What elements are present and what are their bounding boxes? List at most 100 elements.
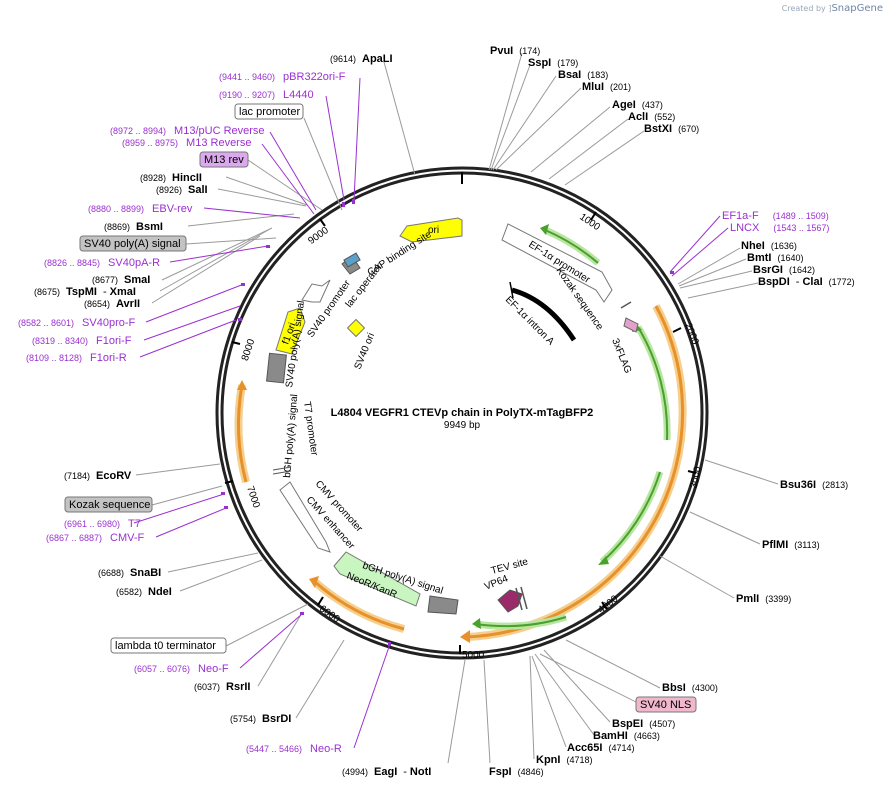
primer-cmv-f[interactable]: (6867 .. 6887)CMV-F (46, 532, 145, 544)
primer-neo-r[interactable]: (5447 .. 5466)Neo-R (246, 743, 342, 755)
enzyme-sali-name: SalI (188, 184, 208, 196)
box-lac-promoter[interactable] (234, 103, 304, 120)
primer-t7-range: (6961 .. 6980) (64, 519, 120, 529)
enzyme-bmti[interactable]: BmtI(1640) (747, 252, 803, 264)
tev-tick-2 (520, 586, 528, 610)
enzyme-pflmi-pos: (3113) (794, 540, 819, 550)
enzyme-kpni-name: KpnI (536, 754, 560, 766)
enzyme-pvui[interactable]: PvuI(174) (490, 45, 540, 57)
box-sv40-polya[interactable] (79, 235, 187, 252)
primer-f1ori-f[interactable]: (8319 .. 8340)F1ori-F (32, 335, 132, 347)
tick-mark-7000 (224, 480, 234, 484)
enzyme-bsu36i[interactable]: Bsu36I(2813) (780, 479, 848, 491)
primer-m13-reverse[interactable]: (8959 .. 8975)M13 Reverse (122, 137, 251, 149)
enzyme-bamhi-pos: (4663) (634, 731, 660, 741)
cmv-promoter-arrow (279, 481, 331, 553)
enzyme-tspmi[interactable]: (8675)TspMI-XmaI (34, 286, 136, 298)
enzyme-bsu36i-name: Bsu36I (780, 479, 816, 491)
box-kozak[interactable] (64, 496, 153, 513)
t7-tick (272, 466, 292, 471)
tev-site-label: TEV site (490, 556, 530, 577)
enzyme-pmli[interactable]: PmlI(3399) (736, 593, 791, 605)
enzyme-bbsi[interactable]: BbsI(4300) (662, 682, 718, 694)
box-m13-rev[interactable] (199, 151, 249, 168)
leader-m13-reverse (261, 143, 315, 215)
leader-hincii (225, 176, 308, 206)
primer-sv40pa-r-name: SV40pA-R (108, 257, 160, 269)
enzyme-kpni[interactable]: KpnI(4718) (536, 754, 592, 766)
enzyme-eagi[interactable]: (4994)EagI-NotI (342, 766, 431, 778)
enzyme-rsrii[interactable]: (6037)RsrII (194, 681, 250, 693)
enzyme-smai[interactable]: (8677)SmaI (92, 274, 150, 286)
enzyme-bspei[interactable]: BspEI(4507) (612, 718, 675, 730)
enzyme-acc65i[interactable]: Acc65I(4714) (567, 742, 635, 754)
primer-pbr322ori-f[interactable]: (9441 .. 9460)pBR322ori-F (219, 71, 346, 83)
leader-bsu36i (704, 459, 779, 485)
mark-neo-f (300, 612, 304, 615)
enzyme-bsrdi[interactable]: (5754)BsrDI (230, 713, 291, 725)
primer-sv40pro-f-name: SV40pro-F (82, 317, 135, 329)
primer-f1ori-r-range: (8109 .. 8128) (26, 353, 82, 363)
enzyme-sali[interactable]: (8926)SalI (156, 184, 208, 196)
leader-rsrii (257, 612, 303, 687)
enzyme-avrii-pos: (8654) (84, 299, 110, 309)
primer-cmv-f-range: (6867 .. 6887) (46, 533, 102, 543)
primer-sv40pro-f[interactable]: (8582 .. 8601)SV40pro-F (18, 317, 136, 329)
3xflag-label: 3xFLAG (609, 337, 633, 375)
enzyme-hincii-name: HincII (172, 172, 202, 184)
enzyme-agei[interactable]: AgeI(437) (612, 99, 663, 111)
enzyme-bamhi[interactable]: BamHI(4663) (593, 730, 660, 742)
primer-f1ori-r[interactable]: (8109 .. 8128)F1ori-R (26, 352, 127, 364)
enzyme-bstxi[interactable]: BstXI(670) (644, 123, 699, 135)
enzyme-bsai[interactable]: BsaI(183) (558, 69, 608, 81)
enzyme-tspmi-pos: (8675) (34, 287, 60, 297)
box-sv40-polya-text: SV40 poly(A) signal (84, 238, 181, 250)
box-m13-rev-text: M13 rev (204, 154, 244, 166)
primer-m13-reverse-range: (8959 .. 8975) (122, 138, 178, 148)
ef1a-promoter-arrow (501, 223, 613, 303)
enzyme-hincii[interactable]: (8928)HincII (140, 172, 202, 184)
box-lac-promoter-text: lac promoter (239, 106, 300, 118)
enzyme-agei-pos: (437) (642, 100, 663, 110)
primer-ef1a-f[interactable]: EF1a-F(1489 .. 1509) (722, 210, 829, 222)
enzyme-snabi[interactable]: (6688)SnaBI (98, 567, 161, 579)
enzyme-mlui[interactable]: MluI(201) (582, 81, 631, 93)
enzyme-bspdi[interactable]: BspDI-ClaI(1772) (758, 276, 855, 288)
enzyme-bsai-pos: (183) (587, 70, 608, 80)
primer-m13-puc-range: (8972 .. 8994) (110, 126, 166, 136)
primer-sv40pa-r[interactable]: (8826 .. 8845)SV40pA-R (44, 257, 160, 269)
leader-bamhi (534, 653, 595, 736)
enzyme-ecorv-pos: (7184) (64, 471, 90, 481)
enzyme-apali[interactable]: (9614)ApaLI (330, 53, 393, 65)
bgh-polya-1-label: bGH poly(A) signal (282, 394, 300, 479)
enzyme-ndei[interactable]: (6582)NdeI (116, 586, 172, 598)
green-feature-arcs (472, 224, 671, 630)
enzyme-nhei[interactable]: NheI(1636) (741, 240, 797, 252)
enzyme-sspi[interactable]: SspI(179) (528, 57, 578, 69)
tev-tick (515, 587, 523, 611)
primer-neo-f[interactable]: (6057 .. 6076)Neo-F (134, 663, 229, 675)
box-lambda-t0[interactable] (110, 637, 227, 654)
primer-l4440[interactable]: (9190 .. 9207)L4440 (219, 89, 314, 101)
primer-t7[interactable]: (6961 .. 6980)T7 (64, 518, 141, 530)
enzyme-avrii[interactable]: (8654) AvrII (84, 298, 140, 310)
enzyme-acli[interactable]: AclI(552) (628, 111, 675, 123)
enzyme-avrii-name: AvrII (116, 298, 140, 310)
enzyme-ndei-pos: (6582) (116, 587, 142, 597)
enzyme-bsmi[interactable]: (8869)BsmI (104, 221, 163, 233)
enzyme-bsrgi[interactable]: BsrGI(1642) (753, 264, 815, 276)
cds3-green-arc-core (475, 616, 567, 628)
primer-lncx[interactable]: LNCX(1543 .. 1567) (730, 222, 829, 234)
primer-m13-puc-reverse[interactable]: (8972 .. 8994)M13/pUC Reverse (110, 125, 265, 137)
enzyme-clai-name: ClaI (802, 276, 822, 288)
leader-fspi (483, 659, 491, 764)
vp64-label: VP64 (483, 573, 510, 593)
box-sv40-nls[interactable] (635, 696, 697, 713)
enzyme-noti-name: NotI (410, 766, 431, 778)
enzyme-ecorv[interactable]: (7184)EcoRV (64, 470, 132, 482)
enzyme-fspi[interactable]: FspI(4846) (489, 766, 544, 778)
primer-ebv-rev[interactable]: (8880 .. 8899)EBV-rev (88, 203, 193, 215)
enzyme-snabi-pos: (6688) (98, 568, 124, 578)
enzyme-bspei-name: BspEI (612, 718, 643, 730)
enzyme-pflmi[interactable]: PflMI(3113) (762, 539, 820, 551)
